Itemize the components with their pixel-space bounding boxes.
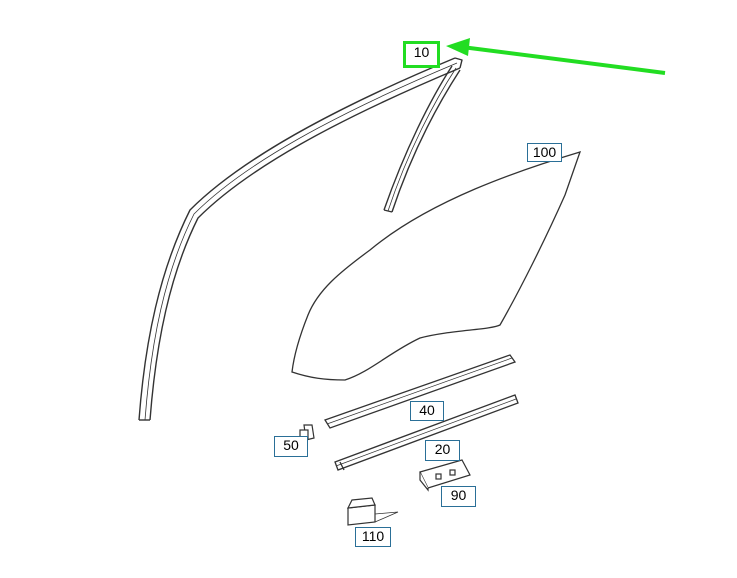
window-frame-seal [138, 57, 463, 421]
inner-belt-strip [334, 394, 519, 471]
callout-40[interactable]: 40 [410, 401, 444, 421]
window-channel [383, 65, 461, 213]
belt-strip [324, 354, 517, 429]
callout-50[interactable]: 50 [274, 436, 308, 457]
highlight-arrow [446, 38, 666, 75]
seal-clip [346, 497, 399, 526]
guide-block [419, 459, 471, 492]
callout-20[interactable]: 20 [425, 440, 460, 461]
callout-110[interactable]: 110 [355, 527, 391, 547]
callout-90[interactable]: 90 [441, 486, 476, 507]
callout-10[interactable]: 10 [403, 41, 440, 68]
door-glass [291, 151, 582, 381]
callout-100[interactable]: 100 [527, 143, 562, 162]
